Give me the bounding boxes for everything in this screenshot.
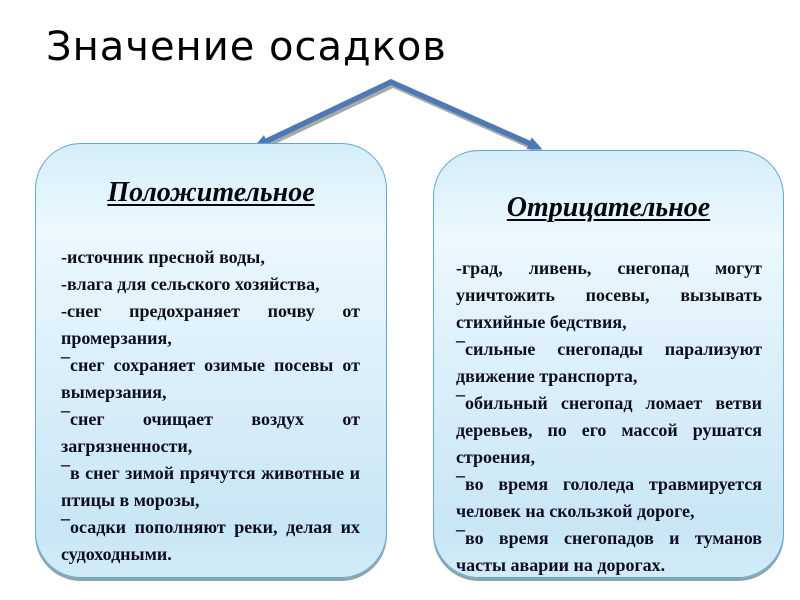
list-item: ¯обильный снегопад ломает ветви деревьев… (456, 393, 762, 467)
list-item: ¯в снег зимой прячутся животные и птицы … (61, 463, 360, 510)
list-item: ¯снег сохраняет озимые посевы от вымерза… (61, 355, 360, 402)
list-item: -снег предохраняет почву от промерзания, (61, 301, 360, 348)
negative-box-body: -град, ливень, снегопад могут уничтожить… (434, 255, 783, 579)
slide-title: Значение осадков (46, 24, 447, 70)
list-item: ¯сильные снегопады парализуют движение т… (456, 339, 762, 386)
list-item: -град, ливень, снегопад могут уничтожить… (456, 258, 762, 332)
list-item: -влага для сельского хозяйства, (61, 274, 320, 294)
list-item: ¯снег очищает воздух от загрязненности, (61, 409, 360, 456)
negative-box-header: Отрицательное (506, 192, 711, 223)
list-item: ¯во время снегопадов и туманов часты ава… (456, 528, 762, 575)
list-item: ¯во время гололеда травмируется человек … (456, 474, 762, 521)
list-item: ¯осадки пополняют реки, делая их судоход… (61, 517, 360, 564)
branch-arrow-right-icon (388, 79, 542, 150)
branch-arrow-left-icon (254, 79, 394, 147)
list-item: -источник пресной воды, (61, 247, 265, 267)
positive-box-body: -источник пресной воды, -влага для сельс… (36, 244, 386, 568)
positive-box: Положительное -источник пресной воды, -в… (35, 143, 387, 578)
positive-box-header: Положительное (107, 177, 315, 208)
negative-box: Отрицательное -град, ливень, снегопад мо… (433, 150, 784, 578)
